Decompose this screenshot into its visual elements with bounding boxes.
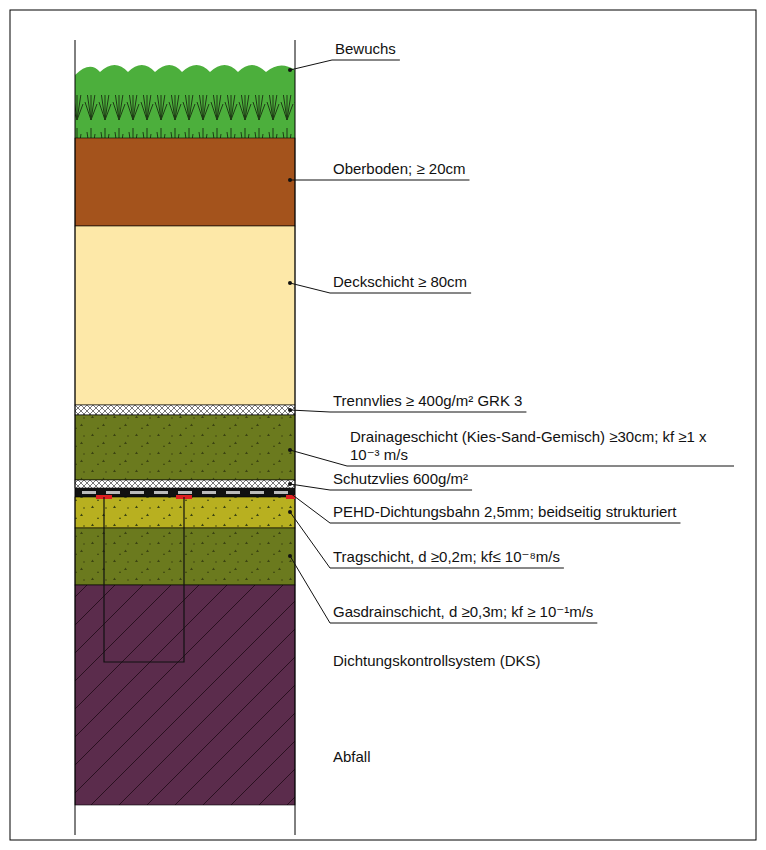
layer-label: Deckschicht ≥ 80cm — [333, 273, 467, 291]
layer-label: Gasdrainschicht, d ≥0,3m; kf ≥ 10⁻¹m/s — [333, 603, 593, 621]
layer-label: Abfall — [333, 748, 371, 766]
layer-label: Dichtungskontrollsystem (DKS) — [333, 652, 541, 670]
layer-label: Bewuchs — [335, 40, 396, 58]
layer-label: Schutzvlies 600g/m² — [333, 470, 468, 488]
leader-line — [290, 493, 680, 523]
layer-label: Drainageschicht (Kies-Sand-Gemisch) ≥30c… — [350, 428, 730, 464]
leader-line — [290, 512, 564, 568]
layer-label: Oberboden; ≥ 20cm — [333, 160, 465, 178]
layer-label: Tragschicht, d ≥0,2m; kf≤ 10⁻⁸m/s — [333, 548, 560, 566]
leader-line — [290, 60, 400, 70]
leader-line — [290, 410, 526, 412]
layer-label: Trennvlies ≥ 400g/m² GRK 3 — [333, 392, 522, 410]
leader-line — [290, 556, 597, 623]
layer-label: PEHD-Dichtungsbahn 2,5mm; beidseitig str… — [333, 503, 676, 521]
leader-line — [290, 180, 469, 181]
